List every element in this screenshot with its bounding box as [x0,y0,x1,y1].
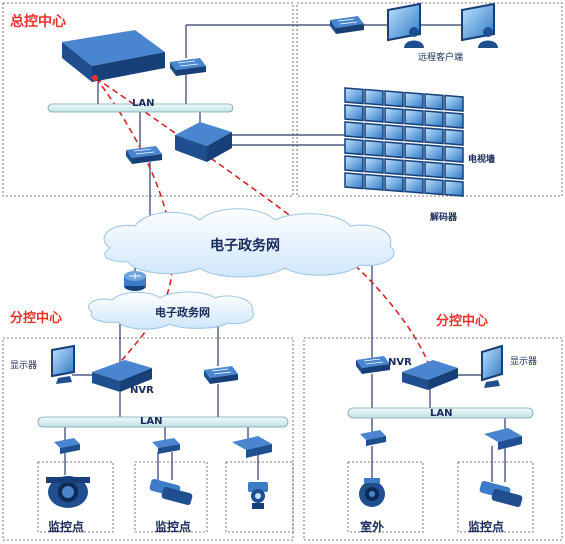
camera-icon [149,478,193,506]
nvr-icon [92,360,152,392]
tv-wall-screen [424,93,444,111]
branch-right-box [303,337,563,541]
tv-wall-screen [444,111,464,129]
decoder-icon [175,122,232,162]
camera-box-5 [457,461,534,533]
tv-wall-screen [404,125,424,143]
hq-right-box [296,2,563,197]
egov-cloud-main: 电子政务网 [103,208,395,278]
tv-wall-screen [424,144,444,162]
tv-wall-icon [344,87,464,197]
tv-wall-screen [384,107,404,125]
egov-cloud-branch: 电子政务网 [88,291,254,330]
switch-icon [356,356,390,374]
nvr-icon [402,360,458,390]
tv-wall-screen [404,142,424,160]
hq-lan-label: LAN [132,98,154,109]
tv-wall-screen [364,139,384,157]
tv-wall-screen [344,87,364,105]
left-display-label: 显示器 [10,360,37,371]
egov-main-label: 电子政务网 [210,237,280,254]
router-icon [124,271,146,291]
right-nvr-label: NVR [388,357,412,368]
camera-icon [479,480,523,508]
switch-icon [204,366,238,384]
left-nvr-label: NVR [130,385,154,396]
server-icon [62,30,165,82]
tv-wall-screen [404,159,424,177]
tv-wall-screen [364,122,384,140]
tv-wall-label: 电视墙 [468,153,495,165]
left-lan-label: LAN [140,416,162,427]
right-lan-label: LAN [430,408,452,419]
tv-wall-screen [344,121,364,139]
monitor-icon [481,344,503,388]
camera-icon [46,476,90,508]
encoders [54,428,522,458]
tv-wall-screen [384,175,404,193]
camera-box-4 [347,461,424,533]
branch-right-title: 分控中心 [436,313,488,329]
tv-wall-screen [424,161,444,179]
right-display-label: 显示器 [510,356,537,367]
tv-wall-screen [404,176,424,194]
hq-lan-bar: LAN [47,98,234,113]
camera-icon [359,478,385,507]
tv-wall-screen [364,156,384,174]
branch-left-box [2,337,294,541]
egov-branch-label: 电子政务网 [155,305,210,319]
tv-wall-screen [404,108,424,126]
tv-wall-screen [364,88,384,106]
decoder-label: 解码器 [430,211,458,223]
tv-wall-screen [384,124,404,142]
outdoor-label: 室外 [360,519,384,534]
right-lan-bar: LAN [347,407,534,419]
switch-icon [170,58,206,76]
monitor-icon [387,2,424,48]
hq-left-box [2,2,294,197]
tv-wall-screen [424,178,444,196]
tv-wall-screen [444,179,464,197]
camera-box-2 [134,461,208,533]
left-lan-bar: LAN [37,416,289,428]
tv-wall-screen [344,104,364,122]
tv-wall-screen [424,110,444,128]
tv-wall-screen [444,94,464,112]
camera-box-3 [225,461,294,533]
camera-box-1 [37,461,114,533]
tv-wall-screen [344,138,364,156]
switch-icon [330,16,364,34]
tv-wall-screen [384,90,404,108]
tv-wall-screen [364,105,384,123]
monitor-icon [461,2,498,48]
tv-wall-screen [384,141,404,159]
tv-wall-screen [444,145,464,163]
monitor-point-label-2: 监控点 [155,519,191,534]
tv-wall-screen [344,155,364,173]
tv-wall-screen [384,158,404,176]
hq-title: 总控中心 [10,13,66,30]
branch-left-title: 分控中心 [10,310,62,326]
monitor-point-label-3: 监控点 [468,519,504,534]
monitor-point-label-1: 监控点 [48,519,84,534]
tv-wall-screen [444,162,464,180]
remote-client-label: 远程客户端 [418,51,463,63]
tv-wall-screen [404,91,424,109]
switch-icon [126,146,162,164]
camera-icon [248,482,268,509]
tv-wall-screen [444,128,464,146]
monitor-icon [51,344,75,384]
tv-wall-screen [364,173,384,191]
tv-wall-screen [424,127,444,145]
tv-wall-screen [344,172,364,190]
